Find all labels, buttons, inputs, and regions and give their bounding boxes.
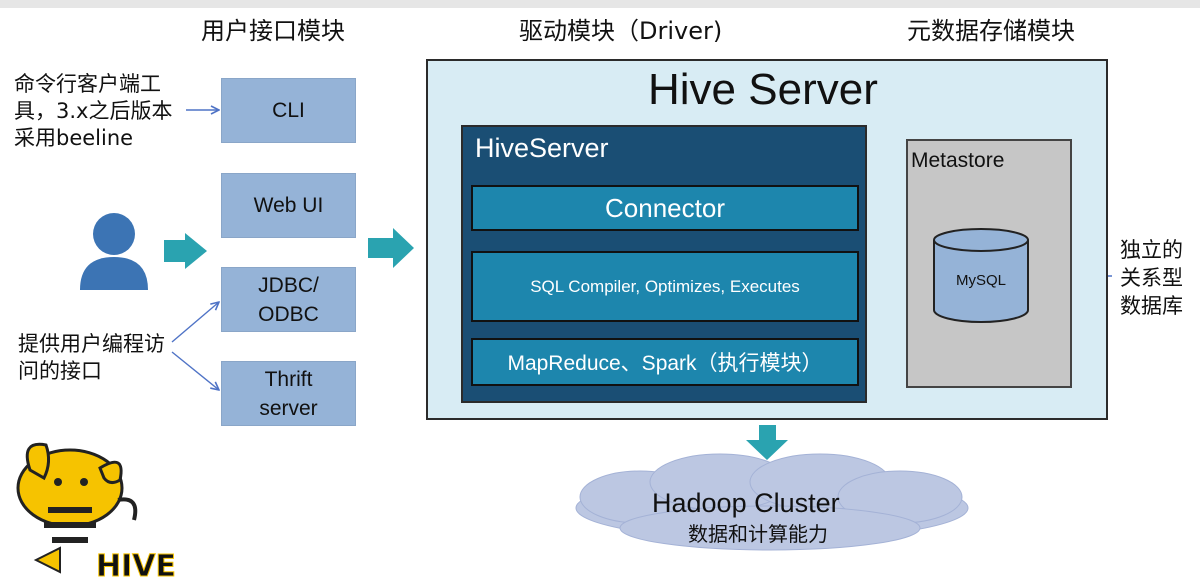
user-to-interface-arrow (164, 233, 207, 269)
hive-logo-icon: HIVE (16, 442, 176, 584)
jdbc-label: JDBC/ (258, 273, 319, 297)
execution-engine-label: MapReduce、Spark（执行模块） (507, 352, 823, 375)
api-note-line-2: 问的接口 (18, 359, 102, 383)
db-note-line-3: 数据库 (1120, 294, 1183, 318)
thrift-label: Thrift (264, 367, 313, 391)
server-label: server (259, 396, 318, 420)
metastore-title: Metastore (911, 149, 1005, 172)
cli-box[interactable]: CLI (221, 78, 356, 143)
mysql-label: MySQL (955, 272, 1006, 289)
cli-note-line-3: 采用beeline (14, 126, 134, 150)
db-note: 独立的 关系型 数据库 (1120, 236, 1183, 320)
cli-note-line-2: 具，3.x之后版本 (14, 99, 173, 123)
server-to-cluster-arrow (746, 425, 788, 460)
connector-label: Connector (605, 192, 725, 223)
user-icon (80, 213, 148, 290)
hive-logo-text: HIVE (96, 549, 176, 584)
jdbc-odbc-label: JDBC/ ODBC (258, 271, 319, 329)
web-ui-label: Web UI (253, 194, 324, 217)
interface-to-server-arrow (368, 228, 414, 268)
cli-note: 命令行客户端工 具，3.x之后版本 采用beeline (14, 71, 172, 152)
thrift-server-box[interactable]: Thrift server (221, 361, 356, 426)
api-arrow-to-jdbc (171, 302, 219, 343)
mysql-database-icon[interactable] (932, 228, 1032, 324)
hive-server-title: Hive Server (648, 65, 878, 114)
sql-compiler-box[interactable]: SQL Compiler, Optimizes, Executes (471, 251, 859, 322)
odbc-label: ODBC (258, 302, 319, 326)
header-driver: 驱动模块（Driver) (519, 17, 723, 45)
api-note: 提供用户编程访 问的接口 (18, 331, 165, 385)
api-note-line-1: 提供用户编程访 (18, 332, 165, 356)
top-bar (0, 0, 1200, 8)
cli-note-line-1: 命令行客户端工 (14, 72, 161, 96)
jdbc-odbc-box[interactable]: JDBC/ ODBC (221, 267, 356, 332)
web-ui-box[interactable]: Web UI (221, 173, 356, 238)
db-note-line-1: 独立的 (1120, 238, 1183, 262)
cli-label: CLI (272, 99, 305, 122)
hadoop-cloud (575, 453, 969, 551)
hiveserver-inner-title: HiveServer (475, 133, 609, 163)
sql-compiler-label: SQL Compiler, Optimizes, Executes (530, 276, 800, 296)
header-user-interface: 用户接口模块 (201, 17, 345, 45)
thrift-server-label: Thrift server (259, 365, 317, 423)
api-arrow-to-thrift (171, 351, 219, 390)
header-metastore-module: 元数据存储模块 (907, 17, 1075, 45)
hadoop-cluster-subtitle: 数据和计算能力 (688, 522, 828, 546)
hadoop-cluster-title: Hadoop Cluster (652, 488, 840, 518)
execution-engine-box[interactable]: MapReduce、Spark（执行模块） (471, 338, 859, 386)
connector-box[interactable]: Connector (471, 185, 859, 231)
db-note-line-2: 关系型 (1120, 266, 1183, 290)
